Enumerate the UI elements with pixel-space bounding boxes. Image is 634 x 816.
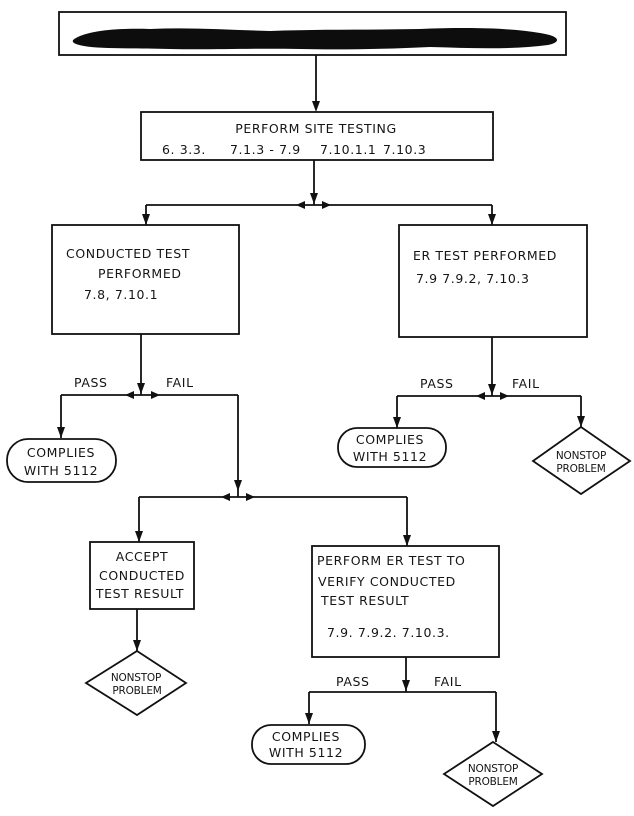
complies-left-line-1: COMPLIES	[27, 445, 95, 460]
complies-left-frame	[6, 438, 117, 483]
arrow-head	[221, 493, 230, 501]
arrow-head	[135, 531, 143, 542]
arrow-head	[492, 731, 500, 742]
complies-left-line-2: WITH 5112	[24, 463, 98, 478]
er-line-2: 7.9 7.9.2, 7.10.3	[416, 271, 530, 286]
arrow-head	[151, 391, 160, 399]
verify-line-3: TEST RESULT	[320, 593, 409, 608]
nonstop-bottom-line-2: PROBLEM	[468, 776, 517, 788]
verify-line-4: 7.9. 7.9.2. 7.10.3.	[327, 625, 450, 640]
er-line-1: ER TEST PERFORMED	[413, 248, 557, 263]
conducted-line-3: 7.8, 7.10.1	[84, 287, 158, 302]
conducted-pass-label: PASS	[74, 375, 108, 390]
arrow-head	[137, 383, 145, 394]
nonstop-left-line-2: PROBLEM	[112, 685, 161, 697]
arrow-head	[142, 214, 150, 225]
nonstop-right-line-1: NONSTOP	[556, 450, 606, 462]
nonstop-left-frame	[84, 649, 188, 717]
arrow-head	[488, 214, 496, 225]
conducted-test-box: CONDUCTED TEST PERFORMED 7.8, 7.10.1	[51, 224, 240, 335]
arrow-head	[296, 201, 305, 209]
conducted-line-1: CONDUCTED TEST	[66, 246, 190, 261]
accept-line-2: CONDUCTED	[99, 568, 185, 583]
nonstop-left-line-1: NONSTOP	[111, 672, 161, 684]
complies-right-frame	[337, 427, 447, 468]
complies-left-terminal: COMPLIES WITH 5112	[6, 438, 117, 483]
arrow-head	[310, 193, 318, 204]
nonstop-right-line-2: PROBLEM	[556, 463, 605, 475]
verify-fail-label: FAIL	[434, 674, 462, 689]
nonstop-bottom-frame	[442, 740, 544, 808]
arrow-head	[476, 392, 485, 400]
arrow-head	[488, 384, 496, 395]
er-pass-label: PASS	[420, 376, 454, 391]
arrow-head	[57, 427, 65, 438]
verify-line-2: VERIFY CONDUCTED	[318, 574, 456, 589]
site-testing-ref-1: 6. 3.3.	[162, 142, 206, 157]
complies-bottom-terminal: COMPLIES WITH 5112	[251, 724, 366, 765]
arrow-head	[403, 535, 411, 546]
site-testing-ref-2: 7.1.3 - 7.9	[230, 142, 301, 157]
site-testing-frame	[140, 111, 494, 161]
complies-bottom-line-2: WITH 5112	[269, 745, 343, 760]
arrow-head	[305, 713, 313, 724]
header-box	[58, 11, 567, 56]
conducted-fail-label: FAIL	[166, 375, 194, 390]
arrow-head	[125, 391, 134, 399]
nonstop-left-decision: NONSTOP PROBLEM	[84, 649, 188, 717]
verify-line-1: PERFORM ER TEST TO	[317, 553, 466, 568]
site-testing-box: PERFORM SITE TESTING 6. 3.3. 7.1.3 - 7.9…	[140, 111, 494, 161]
conducted-line-2: PERFORMED	[98, 266, 182, 281]
nonstop-bottom-line-1: NONSTOP	[468, 763, 518, 775]
er-test-box: ER TEST PERFORMED 7.9 7.9.2, 7.10.3	[398, 224, 588, 338]
conducted-test-frame	[51, 224, 240, 335]
nonstop-right-frame	[531, 425, 632, 496]
arrow-head	[393, 417, 401, 428]
site-testing-title: PERFORM SITE TESTING	[235, 121, 397, 136]
er-fail-label: FAIL	[512, 376, 540, 391]
arrow-head	[402, 680, 410, 691]
verify-pass-label: PASS	[336, 674, 370, 689]
nonstop-bottom-decision: NONSTOP PROBLEM	[442, 740, 544, 808]
arrow-head	[312, 101, 320, 112]
arrow-head	[234, 480, 242, 491]
arrow-head	[133, 640, 141, 651]
redacted-title-scribble	[72, 28, 558, 50]
complies-right-terminal: COMPLIES WITH 5112	[337, 427, 447, 468]
er-test-frame	[398, 224, 588, 338]
accept-conducted-frame	[89, 541, 195, 610]
complies-bottom-line-1: COMPLIES	[272, 729, 340, 744]
nonstop-right-decision: NONSTOP PROBLEM	[531, 425, 632, 496]
site-testing-ref-3: 7.10.1.1	[320, 142, 377, 157]
accept-line-1: ACCEPT	[116, 549, 168, 564]
accept-line-3: TEST RESULT	[95, 586, 184, 601]
arrow-head	[577, 416, 585, 427]
perform-er-verify-frame	[311, 545, 500, 658]
arrow-head	[322, 201, 331, 209]
perform-er-verify-box: PERFORM ER TEST TO VERIFY CONDUCTED TEST…	[311, 545, 500, 658]
arrow-head	[246, 493, 255, 501]
complies-right-line-2: WITH 5112	[353, 449, 427, 464]
complies-bottom-frame	[251, 724, 366, 765]
complies-right-line-1: COMPLIES	[356, 432, 424, 447]
site-testing-ref-4: 7.10.3	[383, 142, 426, 157]
arrow-head	[500, 392, 509, 400]
accept-conducted-box: ACCEPT CONDUCTED TEST RESULT	[89, 541, 195, 610]
